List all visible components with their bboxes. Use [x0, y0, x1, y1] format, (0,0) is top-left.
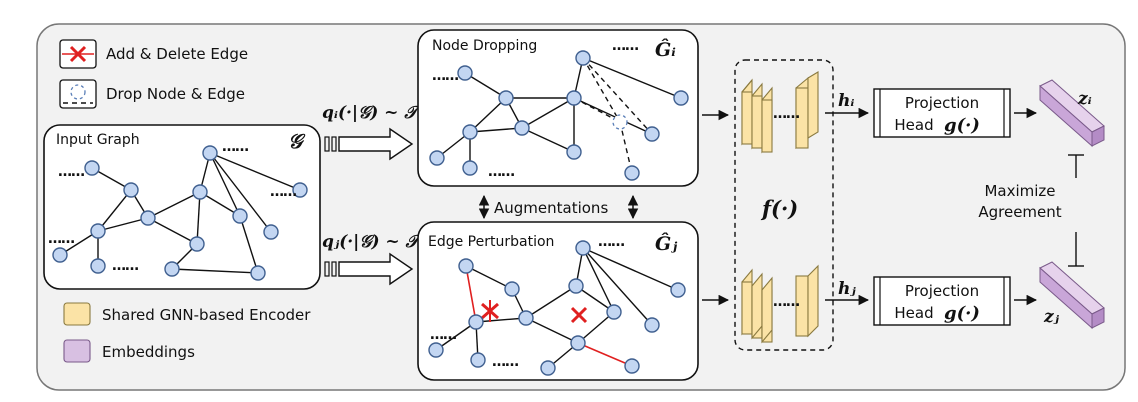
edge-perturbation-symbol: Ĝⱼ: [655, 232, 678, 255]
encoder-swatch-icon: [63, 302, 91, 326]
ellipsis-label: ……: [598, 234, 624, 250]
augmentations-label: Augmentations: [494, 199, 608, 217]
embedding-swatch-icon: [63, 339, 91, 363]
outer-frame: [36, 23, 1126, 391]
input-graph-title: Input Graph: [56, 132, 140, 148]
ellipsis-label: ……: [612, 38, 638, 54]
projection-bottom-line2: Head: [894, 304, 933, 322]
augmentation-qi: qᵢ(·|𝒢) ~ 𝒯: [322, 103, 423, 161]
augment-arrow-icon: [338, 252, 414, 286]
legend-add-delete-edge: Add & Delete Edge: [106, 45, 248, 63]
hj-label: hⱼ: [838, 279, 856, 299]
legend-drop-node-edge: Drop Node & Edge: [106, 85, 245, 103]
zj-label: zⱼ: [1043, 307, 1060, 327]
edge-perturbation-title: Edge Perturbation: [428, 234, 554, 250]
input-graph-panel: Input Graph 𝒢: [43, 124, 321, 290]
node-dropping-nodes: [429, 50, 689, 181]
deleted-edge-marks: [481, 300, 588, 324]
projection-top-g: g(·): [944, 115, 980, 136]
ellipsis-label: ……: [112, 258, 138, 274]
shared-encoder: …… …… f(·): [734, 59, 834, 351]
delete-edge-icon: [481, 300, 499, 322]
ellipsis-label: ……: [270, 184, 296, 200]
node-dropping-title: Node Dropping: [432, 38, 537, 54]
ellipsis-label: ……: [432, 68, 458, 84]
projection-bottom-g: g(·): [944, 303, 980, 324]
node-dropping-symbol: Ĝᵢ: [655, 38, 676, 61]
embedding-zi: zᵢ: [1039, 79, 1105, 148]
hi-label: hᵢ: [838, 91, 854, 111]
agreement-objective: Maximize Agreement: [978, 154, 1084, 267]
projection-head-bottom: Projection Head g(·): [873, 276, 1011, 326]
projection-top-line1: Projection: [905, 94, 979, 112]
qi-distribution-label: qᵢ(·|𝒢) ~ 𝒯: [322, 103, 423, 123]
ellipsis-label: ……: [430, 327, 456, 343]
encoder-function-label: f(·): [760, 196, 798, 221]
ellipsis-label: ……: [773, 106, 799, 122]
projection-bottom-line1: Projection: [905, 282, 979, 300]
zi-label: zᵢ: [1077, 89, 1092, 109]
input-graph-symbol: 𝒢: [288, 129, 306, 153]
ellipsis-label: ……: [773, 294, 799, 310]
agreement-label: Agreement: [978, 203, 1061, 221]
legend-embeddings: Embeddings: [102, 343, 195, 361]
encoder-top-layers: ……: [741, 71, 819, 154]
edge-perturbation-nodes: [428, 240, 686, 376]
qj-distribution-label: qⱼ(·|𝒢) ~ 𝒯: [322, 232, 425, 252]
edge-perturbation-panel: Edge Perturbation Ĝⱼ: [417, 221, 699, 381]
maximize-label: Maximize: [984, 182, 1055, 200]
ellipsis-label: ……: [492, 354, 518, 370]
encoder-bottom-layers: ……: [741, 264, 819, 344]
delete-edge-icon: [570, 306, 588, 324]
ellipsis-label: ……: [488, 164, 514, 180]
embedding-zj: zⱼ: [1039, 261, 1105, 330]
node-dropping-panel: Node Dropping Ĝᵢ: [417, 29, 699, 187]
projection-head-top: Projection Head g(·): [873, 88, 1011, 138]
ellipsis-label: ……: [58, 164, 84, 180]
legend-shared-encoder: Shared GNN-based Encoder: [102, 306, 311, 324]
dropped-node-icon: [612, 114, 628, 130]
augmentation-qj: qⱼ(·|𝒢) ~ 𝒯: [322, 232, 425, 286]
input-graph-nodes: [52, 145, 308, 281]
projection-top-line2: Head: [894, 116, 933, 134]
drop-node-edge-icon: [59, 79, 97, 109]
ellipsis-label: ……: [222, 139, 248, 155]
add-delete-edge-icon: [59, 39, 97, 69]
legend: Add & Delete Edge Drop Node & Edge Share…: [59, 39, 311, 363]
augment-arrow-icon: [338, 127, 414, 161]
ellipsis-label: ……: [48, 231, 74, 247]
augmentations-connector: Augmentations: [478, 194, 639, 220]
